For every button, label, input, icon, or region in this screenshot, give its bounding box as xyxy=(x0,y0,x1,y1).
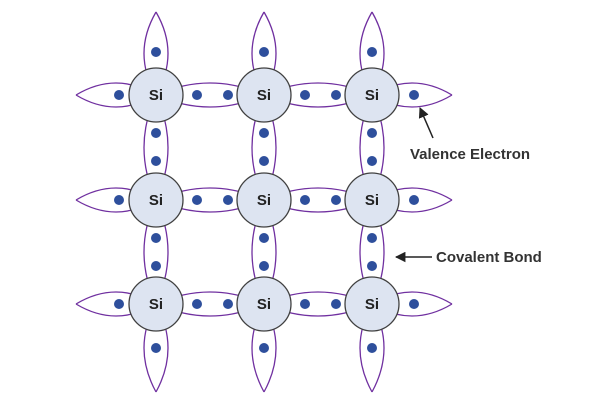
electron-dot xyxy=(259,47,269,57)
valence-electron-label: Valence Electron xyxy=(410,146,530,163)
atom-label: Si xyxy=(149,192,163,209)
electron-dot xyxy=(114,299,124,309)
electron-dot xyxy=(300,90,310,100)
atom-label: Si xyxy=(257,87,271,104)
silicon-atom xyxy=(236,67,292,123)
silicon-atom xyxy=(344,276,400,332)
atom-label: Si xyxy=(149,296,163,313)
electron-dot xyxy=(192,299,202,309)
electron-dot xyxy=(151,343,161,353)
atom-label: Si xyxy=(257,192,271,209)
electron-dot xyxy=(367,233,377,243)
electron-dot xyxy=(259,343,269,353)
electron-dot xyxy=(223,299,233,309)
electron-dot xyxy=(151,156,161,166)
electron-dot xyxy=(300,299,310,309)
electron-dot xyxy=(259,233,269,243)
silicon-atom xyxy=(236,276,292,332)
valence-electrons xyxy=(114,47,419,353)
silicon-atom xyxy=(128,172,184,228)
electron-dot xyxy=(192,195,202,205)
atom-label: Si xyxy=(365,192,379,209)
electron-dot xyxy=(367,343,377,353)
electron-dot xyxy=(367,156,377,166)
electron-dot xyxy=(114,90,124,100)
covalent-bond-label: Covalent Bond xyxy=(436,249,542,266)
electron-dot xyxy=(259,261,269,271)
electron-dot xyxy=(409,299,419,309)
electron-dot xyxy=(409,195,419,205)
electron-dot xyxy=(259,156,269,166)
electron-dot xyxy=(223,90,233,100)
electron-dot xyxy=(151,128,161,138)
electron-dot xyxy=(192,90,202,100)
electron-dot xyxy=(409,90,419,100)
silicon-atom xyxy=(344,172,400,228)
annotations: Valence Electron Covalent Bond xyxy=(394,107,542,266)
electron-dot xyxy=(223,195,233,205)
atom-label: Si xyxy=(149,87,163,104)
electron-dot xyxy=(259,128,269,138)
electron-dot xyxy=(151,47,161,57)
electron-dot xyxy=(300,195,310,205)
electron-dot xyxy=(331,299,341,309)
electron-dot xyxy=(331,90,341,100)
silicon-atom xyxy=(128,67,184,123)
electron-dot xyxy=(151,261,161,271)
electron-dot xyxy=(367,47,377,57)
electron-dot xyxy=(151,233,161,243)
electron-dot xyxy=(367,261,377,271)
silicon-atom xyxy=(236,172,292,228)
electron-dot xyxy=(367,128,377,138)
atom-label: Si xyxy=(365,296,379,313)
electron-dot xyxy=(114,195,124,205)
silicon-atom xyxy=(128,276,184,332)
atom-label: Si xyxy=(257,296,271,313)
atom-label: Si xyxy=(365,87,379,104)
silicon-atom xyxy=(344,67,400,123)
electron-dot xyxy=(331,195,341,205)
valence-electron-arrow xyxy=(418,107,434,139)
